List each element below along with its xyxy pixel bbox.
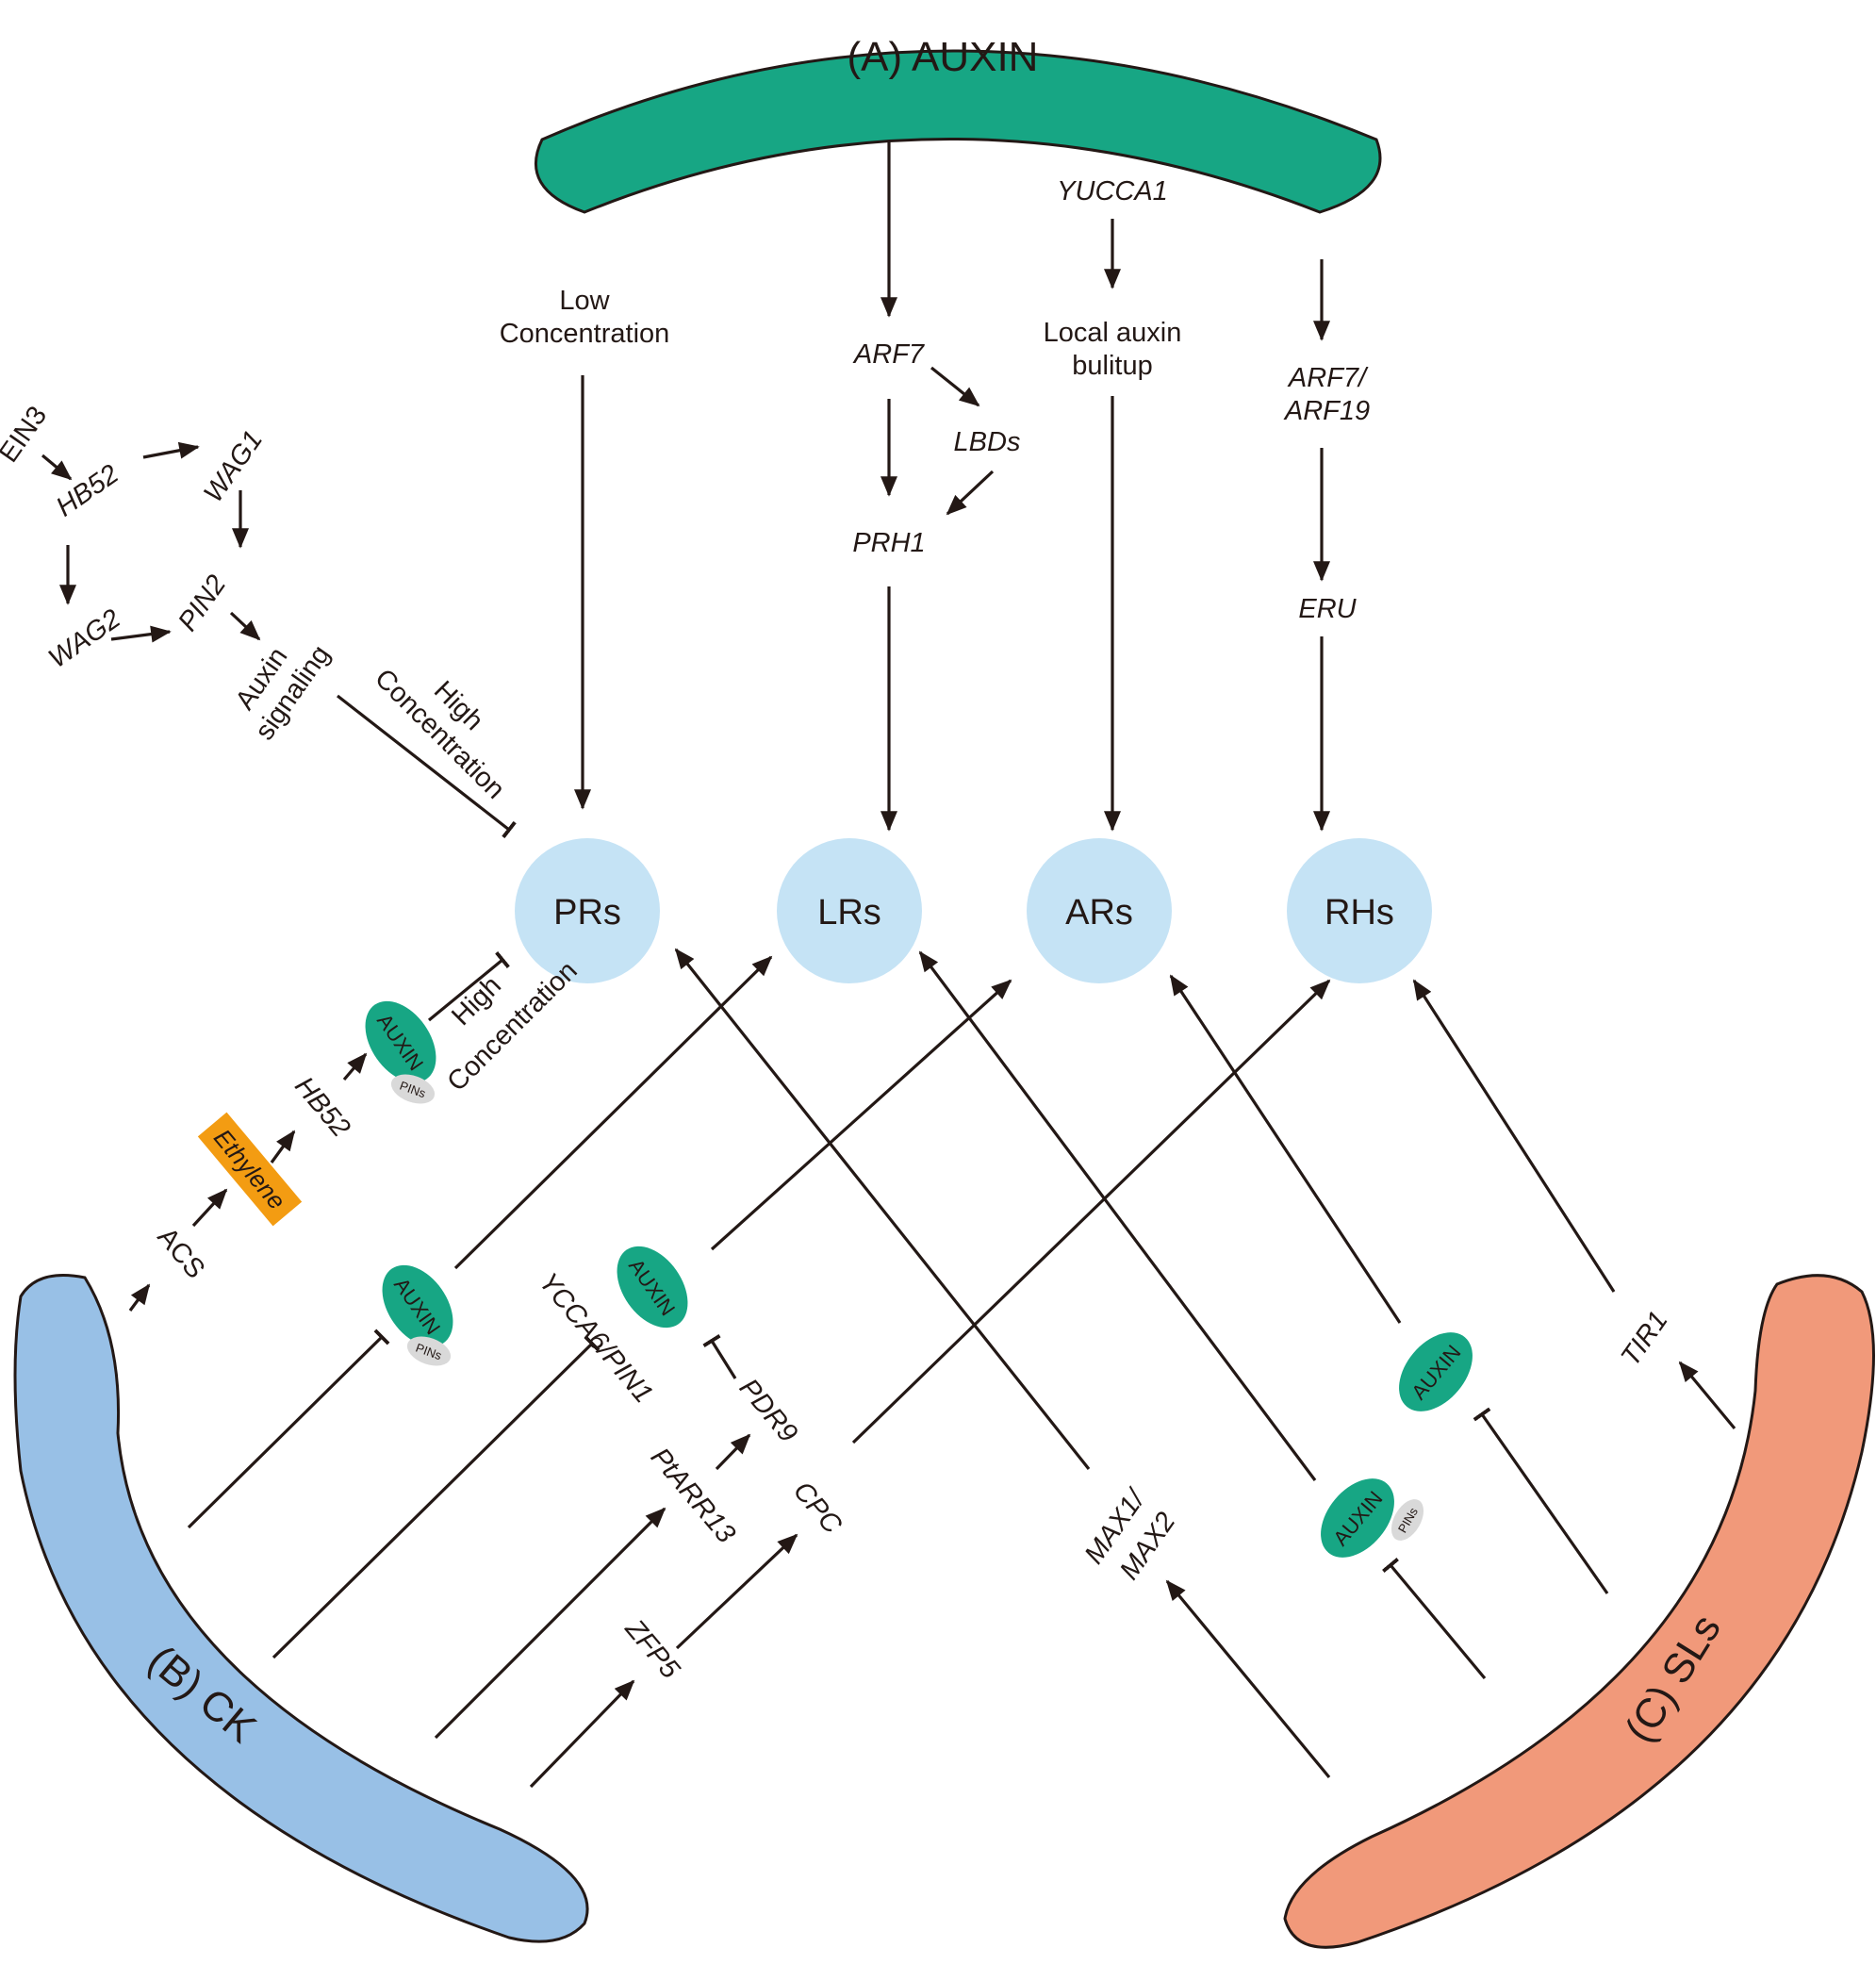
- auxin-oval-1: AUXIN: [365, 1000, 436, 1083]
- pins-oval-2: PINs: [406, 1336, 452, 1366]
- auxin-oval-3: AUXIN: [617, 1246, 688, 1329]
- auxin-band: (A) AUXIN: [534, 34, 1382, 214]
- ck-to-ptarr13-arrow: [434, 1507, 666, 1740]
- acs-to-ethylene-arrow: [191, 1188, 228, 1228]
- low-concentration-label-2: Concentration: [500, 319, 670, 349]
- pin2-label: PIN2: [173, 569, 232, 636]
- ck-band: (B) CK: [13, 1274, 589, 1943]
- target-rhs-label: RHs: [1325, 893, 1394, 932]
- ethylene-box: Ethylene: [197, 1112, 303, 1227]
- sls-inhibits-auxin5: [1382, 1558, 1487, 1680]
- arf7-to-lbds-arrow: [930, 366, 980, 407]
- auxin-oval-4-shape: [1399, 1332, 1473, 1411]
- sls-to-max-arrow: [1165, 1579, 1331, 1779]
- sls-band: (C) SLs: [1283, 1274, 1875, 1949]
- auxin-oval-3-shape: [617, 1246, 688, 1329]
- target-lrs-label: LRs: [817, 893, 881, 932]
- ck-to-zfp5-arrow: [529, 1679, 635, 1789]
- auxin-oval-2: AUXIN: [382, 1264, 453, 1347]
- pins-oval-5-shape: [1391, 1499, 1424, 1541]
- hb52-label: HB52: [51, 459, 124, 523]
- tir1-label: TIR1: [1615, 1306, 1673, 1372]
- tir1-to-rhs-arrow: [1412, 979, 1616, 1293]
- ein3-to-hb52-arrow: [41, 454, 73, 481]
- target-rhs-circle: [1287, 838, 1432, 983]
- pins-oval-1-shape: [390, 1074, 436, 1104]
- max-to-prs-arrow: [674, 948, 1091, 1470]
- auxin-signaling-inhibits-prs: [337, 694, 517, 839]
- ethylene-box-rect: [197, 1112, 303, 1227]
- target-ars-circle: [1027, 838, 1172, 983]
- target-ars-label: ARs: [1065, 893, 1133, 932]
- ck-inhibits-ycca6: [272, 1335, 601, 1659]
- target-lrs-circle: [777, 838, 922, 983]
- sl-pathway: MAX1/ MAX2 TIR1: [674, 948, 1736, 1779]
- arf7-label: ARF7: [852, 339, 926, 370]
- arf7-arf19-label-2: ARF19: [1283, 396, 1370, 426]
- auxin-inhibits-prs: [427, 951, 510, 1022]
- target-prs: PRs: [515, 838, 660, 983]
- zfp5-label: ZFP5: [618, 1613, 685, 1685]
- lbds-label: LBDs: [954, 427, 1021, 457]
- pin2-to-auxin-signaling-arrow: [229, 611, 261, 641]
- auxin-band-label: (A) AUXIN: [847, 34, 1039, 80]
- hb52-b-label: HB52: [288, 1071, 355, 1143]
- auxin4-to-ars-arrow: [1169, 974, 1402, 1324]
- hb52-to-auxin-arrow: [342, 1052, 368, 1081]
- pins-oval-2-shape: [406, 1336, 452, 1366]
- auxin-oval-5-shape: [1321, 1478, 1394, 1558]
- cpc-label: CPC: [787, 1476, 848, 1540]
- target-prs-label: PRs: [553, 893, 621, 932]
- local-auxin-label-2: bulitup: [1072, 351, 1152, 381]
- wag2-to-pin2-arrow: [110, 625, 172, 643]
- target-prs-circle: [515, 838, 660, 983]
- pins-oval-5: PINs: [1391, 1499, 1424, 1541]
- zfp5-to-cpc-arrow: [675, 1533, 798, 1650]
- auxin3-to-ars-arrow: [710, 979, 1012, 1251]
- auxin-oval-5: AUXIN: [1321, 1478, 1394, 1558]
- ck-pathway: YCCA6/PIN1 PDR9 PtARR13 CPC ZFP5: [187, 955, 1331, 1789]
- auxin-band-shape: [534, 49, 1382, 214]
- low-concentration-label-1: Low: [559, 286, 610, 316]
- auxin-oval-4: AUXIN: [1399, 1332, 1473, 1411]
- lbds-to-prh1-arrow: [946, 470, 995, 516]
- prh1-label: PRH1: [852, 528, 925, 558]
- auxin-pathway: Low Concentration ARF7 LBDs PRH1 YUCCA1 …: [500, 141, 1370, 832]
- ethylene-pathway: EIN3 HB52 WAG1 WAG2 PIN2 Auxin signaling…: [0, 401, 584, 1312]
- ck-to-acs-arrow: [128, 1283, 151, 1312]
- ethylene-to-hb52-arrow: [270, 1130, 296, 1164]
- local-auxin-label-1: Local auxin: [1044, 318, 1182, 348]
- yucca1-label: YUCCA1: [1057, 176, 1168, 206]
- ethylene-label: Ethylene: [208, 1124, 291, 1215]
- eru-label: ERU: [1298, 594, 1357, 624]
- target-rhs: RHs: [1287, 838, 1432, 983]
- hb52-to-wag1-arrow: [142, 441, 200, 459]
- target-ars: ARs: [1027, 838, 1172, 983]
- pdr9-inhibits-auxin3: [702, 1334, 737, 1379]
- arf7-arf19-label-1: ARF7/: [1287, 363, 1369, 393]
- auxin-oval-2-shape: [382, 1264, 453, 1347]
- sls-inhibits-auxin4: [1473, 1407, 1609, 1594]
- ptarr13-to-pdr9-arrow: [715, 1433, 751, 1471]
- pins-oval-1: PINs: [390, 1074, 436, 1104]
- ck-inhibits-auxin2: [187, 1329, 390, 1529]
- target-lrs: LRs: [777, 838, 922, 983]
- auxin5-to-lrs-arrow: [918, 950, 1317, 1481]
- acs-label: ACS: [151, 1222, 210, 1284]
- auxin2-to-lrs-arrow: [453, 955, 773, 1270]
- pdr9-label: PDR9: [733, 1373, 803, 1448]
- cpc-to-rhs-arrow: [851, 979, 1331, 1444]
- wag1-label: WAG1: [198, 425, 269, 508]
- sls-band-shape: [1283, 1274, 1875, 1949]
- auxin-oval-1-shape: [365, 1000, 436, 1083]
- ck-band-shape: [13, 1274, 589, 1943]
- sls-to-tir1-arrow: [1678, 1361, 1736, 1430]
